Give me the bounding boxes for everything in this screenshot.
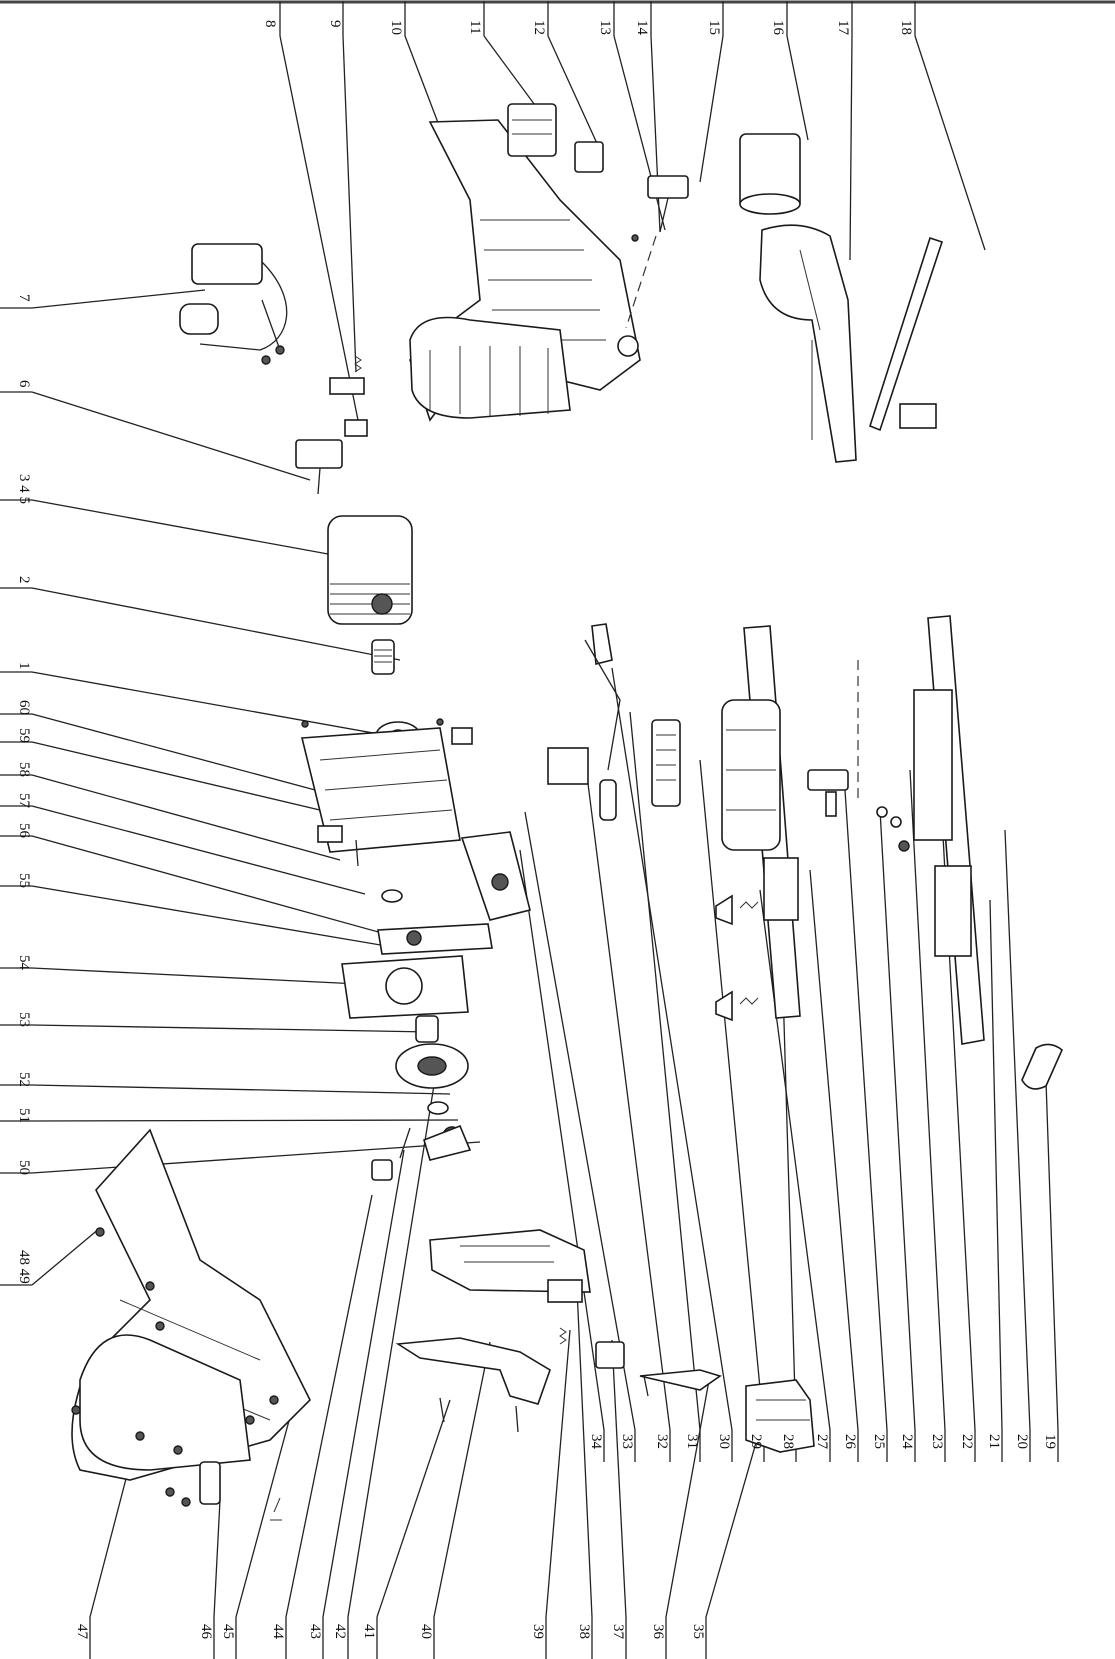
callout-label: 47 xyxy=(74,1624,90,1640)
callout-label: 20 xyxy=(1014,1434,1030,1449)
callout-label: 6 xyxy=(16,380,32,388)
callout-label: 15 xyxy=(706,20,722,35)
callout-label: 24 xyxy=(899,1434,915,1450)
gear-part xyxy=(395,1015,469,1146)
callout-label: 38 xyxy=(576,1624,592,1639)
callout-label: 39 xyxy=(530,1624,546,1639)
callout-label: 43 xyxy=(307,1624,323,1639)
callout-label: 29 xyxy=(748,1434,764,1449)
callout-label: 32 xyxy=(654,1434,670,1449)
callout-label: 16 xyxy=(770,20,786,36)
callout-label: 54 xyxy=(16,955,32,971)
middle-callout-numbers: 34 33 32 31 30 29 28 27 26 25 24 23 22 2… xyxy=(588,1434,1058,1450)
callout-label: 18 xyxy=(898,20,914,35)
callout-label: 40 xyxy=(418,1624,434,1639)
callout-label: 14 xyxy=(634,20,650,36)
callout-label: 53 xyxy=(16,1012,32,1027)
top-callout-numbers: 8 9 10 11 12 13 14 15 16 17 18 xyxy=(262,20,914,36)
slide-assembly-part xyxy=(721,625,801,1019)
callout-label: 3 4 5 xyxy=(16,474,32,504)
small-switch-parts xyxy=(507,103,689,329)
motor-part xyxy=(327,515,413,675)
callout-label: 27 xyxy=(814,1434,830,1450)
middle-leader-lines xyxy=(519,667,1059,1462)
left-callout-numbers: 7 6 3 4 5 2 1 60 59 58 57 56 55 54 53 52… xyxy=(16,294,32,1284)
callout-label: 12 xyxy=(531,20,547,35)
callout-label: 60 xyxy=(16,700,32,715)
callout-label: 26 xyxy=(842,1434,858,1450)
lever-parts xyxy=(371,1124,551,1433)
base-plate-part xyxy=(913,615,1063,1090)
callout-label: 30 xyxy=(716,1434,732,1449)
callout-label: 2 xyxy=(16,576,32,584)
callout-label: 21 xyxy=(986,1434,1002,1449)
callout-label: 45 xyxy=(220,1624,236,1639)
plate-parts xyxy=(317,825,493,1019)
callout-label: 57 xyxy=(16,793,32,809)
callout-label: 56 xyxy=(16,823,32,839)
top-leader-lines xyxy=(279,1,986,421)
callout-label: 34 xyxy=(588,1434,604,1450)
trigger-lock-parts xyxy=(460,623,681,921)
left-housing-part xyxy=(71,1128,311,1507)
bottom-callout-numbers: 47 46 45 44 43 42 41 40 39 38 37 36 35 xyxy=(74,1624,706,1640)
gear-housing-part xyxy=(300,718,461,853)
callout-label: 8 xyxy=(262,20,278,28)
carriage-part xyxy=(429,1229,591,1345)
callout-label: 10 xyxy=(388,20,404,35)
callout-label: 28 xyxy=(780,1434,796,1449)
callout-label: 41 xyxy=(361,1624,377,1639)
callout-label: 48 49 xyxy=(16,1250,32,1284)
callout-label: 19 xyxy=(1042,1434,1058,1449)
guide-fastener-parts xyxy=(715,660,910,1022)
callout-label: 1 xyxy=(16,662,32,670)
callout-label: 9 xyxy=(327,20,343,28)
sleeve-part xyxy=(739,133,801,215)
screw-part xyxy=(270,1497,282,1521)
callout-label: 33 xyxy=(619,1434,635,1449)
callout-label: 13 xyxy=(597,20,613,35)
callout-label: 50 xyxy=(16,1160,32,1175)
switch-part xyxy=(295,355,368,495)
callout-label: 7 xyxy=(16,294,32,302)
callout-label: 22 xyxy=(959,1434,975,1449)
callout-label: 51 xyxy=(16,1108,32,1123)
callout-label: 58 xyxy=(16,762,32,777)
callout-label: 37 xyxy=(610,1624,626,1640)
callout-label: 25 xyxy=(871,1434,887,1449)
callout-label: 35 xyxy=(690,1624,706,1639)
callout-label: 11 xyxy=(467,20,483,34)
callout-label: 36 xyxy=(650,1624,666,1640)
callout-label: 17 xyxy=(835,20,851,36)
housing-half-part xyxy=(409,119,641,422)
handle-part xyxy=(759,224,857,463)
callout-label: 44 xyxy=(270,1624,286,1640)
callout-label: 31 xyxy=(684,1434,700,1449)
callout-label: 52 xyxy=(16,1072,32,1087)
blade-clamp-parts xyxy=(595,1341,815,1453)
callout-label: 23 xyxy=(929,1434,945,1449)
blade-guide-part xyxy=(869,236,944,432)
wiring-harness-part xyxy=(179,243,288,365)
callout-label: 59 xyxy=(16,728,32,743)
callout-label: 55 xyxy=(16,873,32,888)
callout-label: 46 xyxy=(198,1624,214,1640)
callout-label: 42 xyxy=(332,1624,348,1639)
